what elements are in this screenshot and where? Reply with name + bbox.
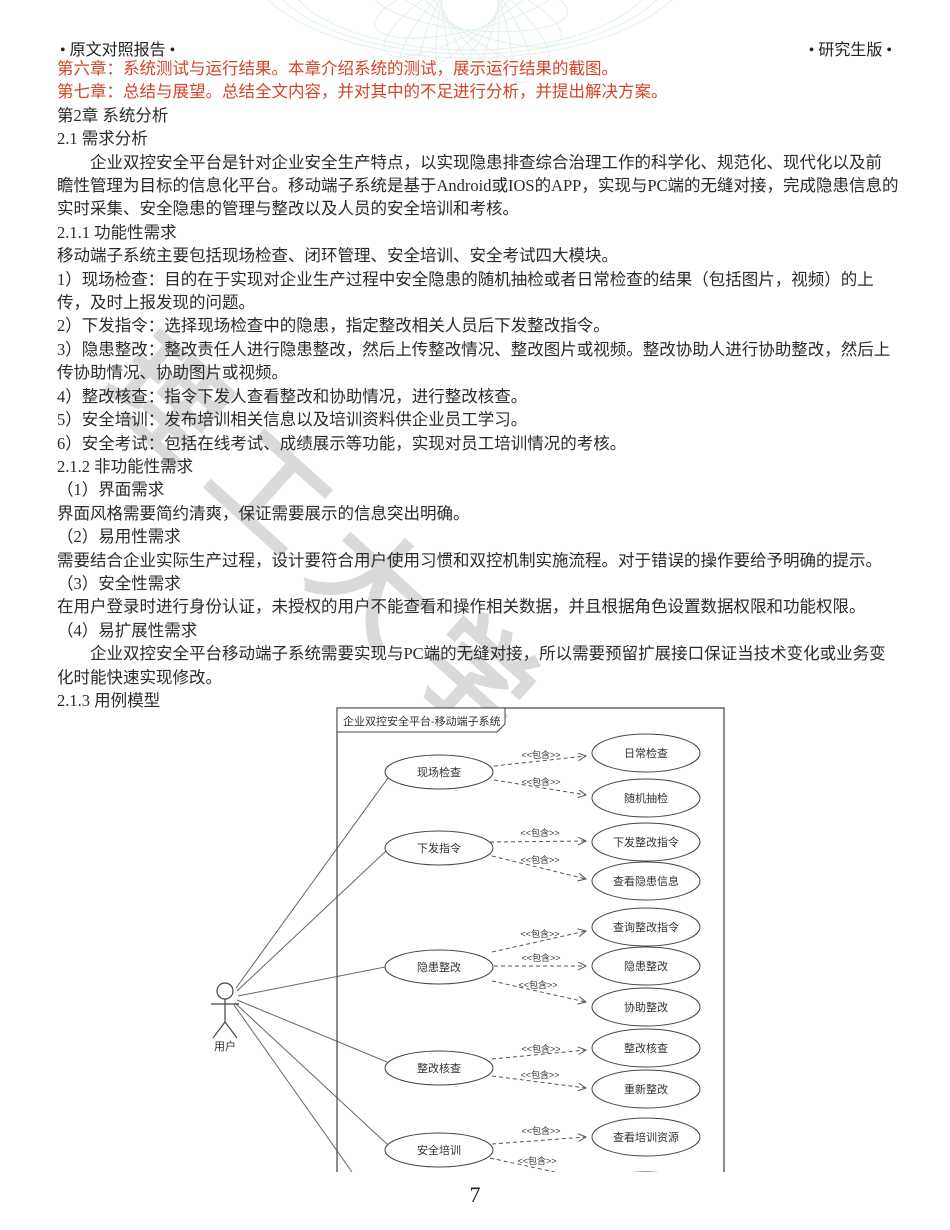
- actor-label: 用户: [214, 1039, 236, 1053]
- body-line: 第2章 系统分析: [57, 105, 169, 125]
- body-line: 实时采集、安全隐患的管理与整改以及人员的安全培训和考核。: [57, 199, 519, 219]
- body-line: 企业双控安全平台是针对企业安全生产特点，以实现隐患排查综合治理工作的科学化、规范…: [57, 152, 882, 172]
- usecase-label: 查询整改指令: [613, 920, 679, 934]
- usecase-label: 日常检查: [624, 746, 668, 760]
- include-label: <<包含>>: [520, 928, 559, 939]
- frame-title: 企业双控安全平台-移动端子系统: [343, 714, 501, 728]
- page-number: 7: [469, 1182, 481, 1207]
- body-line: 企业双控安全平台移动端子系统需要实现与PC端的无缝对接，所以需要预留扩展接口保证…: [57, 644, 886, 664]
- usecase-label: 整改核查: [417, 1061, 461, 1075]
- include-labels: <<包含>> <<包含>> <<包含>> <<包含>> <<包含>> <<包含>…: [517, 749, 560, 1166]
- body-line: 在用户登录时进行身份认证，未授权的用户不能查看和操作相关数据，并且根据角色设置数…: [57, 597, 866, 617]
- use-case-diagram: 企业双控安全平台-移动端子系统 <<包含>> <<包含>> <<包含>> <<包…: [211, 707, 725, 1172]
- body-line: 2.1.2 非功能性需求: [57, 456, 194, 476]
- body-line: 移动端子系统主要包括现场检查、闭环管理、安全培训、安全考试四大模块。: [57, 246, 618, 266]
- frame-title-tab: [336, 707, 506, 733]
- left-usecases: [384, 754, 494, 1168]
- body-line: 2.1 需求分析: [57, 129, 148, 149]
- usecase-label: 下发整改指令: [613, 835, 679, 849]
- header-right-label: • 研究生版 •: [808, 42, 892, 59]
- body-line: （3）安全性需求: [57, 573, 181, 593]
- include-label: <<包含>>: [521, 749, 560, 760]
- body-line: 传协助情况、协助图片或视频。: [57, 363, 288, 383]
- body-line: 6）安全考试：包括在线考试、成绩展示等功能，实现对员工培训情况的考核。: [57, 433, 627, 453]
- include-label: <<包含>>: [520, 854, 559, 865]
- usecase-label: 安全培训: [417, 1143, 461, 1157]
- usecase-label: 下发指令: [417, 841, 461, 855]
- usecase-label: 隐患整改: [417, 960, 461, 974]
- body-line: 3）隐患整改：整改责任人进行隐患整改，然后上传整改情况、整改图片或视频。整改协助…: [57, 339, 891, 359]
- include-label: <<包含>>: [520, 827, 559, 838]
- body-line: （1）界面需求: [57, 480, 165, 500]
- body-line: 传，及时上报发现的问题。: [57, 293, 255, 313]
- body-line: 瞻性管理为目标的信息化平台。移动端子系统是基于Android或IOS的APP，实…: [57, 176, 899, 196]
- body-line: （2）易用性需求: [57, 527, 181, 547]
- include-label: <<包含>>: [521, 1125, 560, 1136]
- body-line: 2）下发指令：选择现场检查中的隐患，指定整改相关人员后下发整改指令。: [57, 316, 610, 336]
- body-line: 需要结合企业实际生产过程，设计要符合用户使用习惯和双控机制实施流程。对于错误的操…: [57, 550, 882, 570]
- include-label: <<包含>>: [520, 1069, 559, 1080]
- include-label: <<包含>>: [518, 979, 557, 990]
- usecase-label: 查看培训资源: [613, 1130, 679, 1144]
- include-label: <<包含>>: [517, 1155, 556, 1166]
- actor-figure: [211, 982, 239, 1039]
- include-arrows: [489, 756, 586, 1172]
- usecase-label: 整改核查: [624, 1041, 668, 1055]
- body-line: 4）整改核查：指令下发人查看整改和协助情况，进行整改核查。: [57, 386, 528, 406]
- usecase-label: 随机抽检: [624, 791, 668, 805]
- body-line: 界面风格需要简约清爽，保证需要展示的信息突出明确。: [57, 503, 470, 523]
- body-line: 1）现场检查：目的在于实现对企业生产过程中安全隐患的随机抽检或者日常检查的结果（…: [57, 269, 874, 289]
- body-line: 5）安全培训：发布培训相关信息以及培训资料供企业员工学习。: [57, 410, 528, 430]
- body-text: 第六章：系统测试与运行结果。本章介绍系统的测试，展示运行结果的截图。 第七章：总…: [57, 57, 899, 712]
- usecase-label: 查看隐患信息: [613, 874, 679, 888]
- usecase-label: 重新整改: [624, 1082, 668, 1096]
- actor-association-lines: [233, 777, 389, 1172]
- body-line: （4）易扩展性需求: [57, 620, 198, 640]
- usecase-label: 隐患整改: [624, 959, 668, 973]
- system-boundary-frame: [336, 707, 725, 1172]
- include-label: <<包含>>: [521, 952, 560, 963]
- red-summary-line: 第六章：系统测试与运行结果。本章介绍系统的测试，展示运行结果的截图。: [57, 59, 618, 78]
- include-label: <<包含>>: [521, 776, 560, 787]
- body-line: 2.1.3 用例模型: [57, 690, 161, 710]
- include-label: <<包含>>: [521, 1043, 560, 1054]
- body-line: 化时能快速实现修改。: [57, 667, 222, 687]
- header-left-label: • 原文对照报告 •: [60, 42, 176, 59]
- usecase-label: 协助整改: [624, 1000, 668, 1014]
- usecase-label: 现场检查: [417, 765, 461, 779]
- right-usecases: [591, 733, 701, 1172]
- body-line: 2.1.1 功能性需求: [57, 222, 177, 242]
- red-summary-line: 第七章：总结与展望。总结全文内容，并对其中的不足进行分析，并提出解决方案。: [57, 82, 668, 102]
